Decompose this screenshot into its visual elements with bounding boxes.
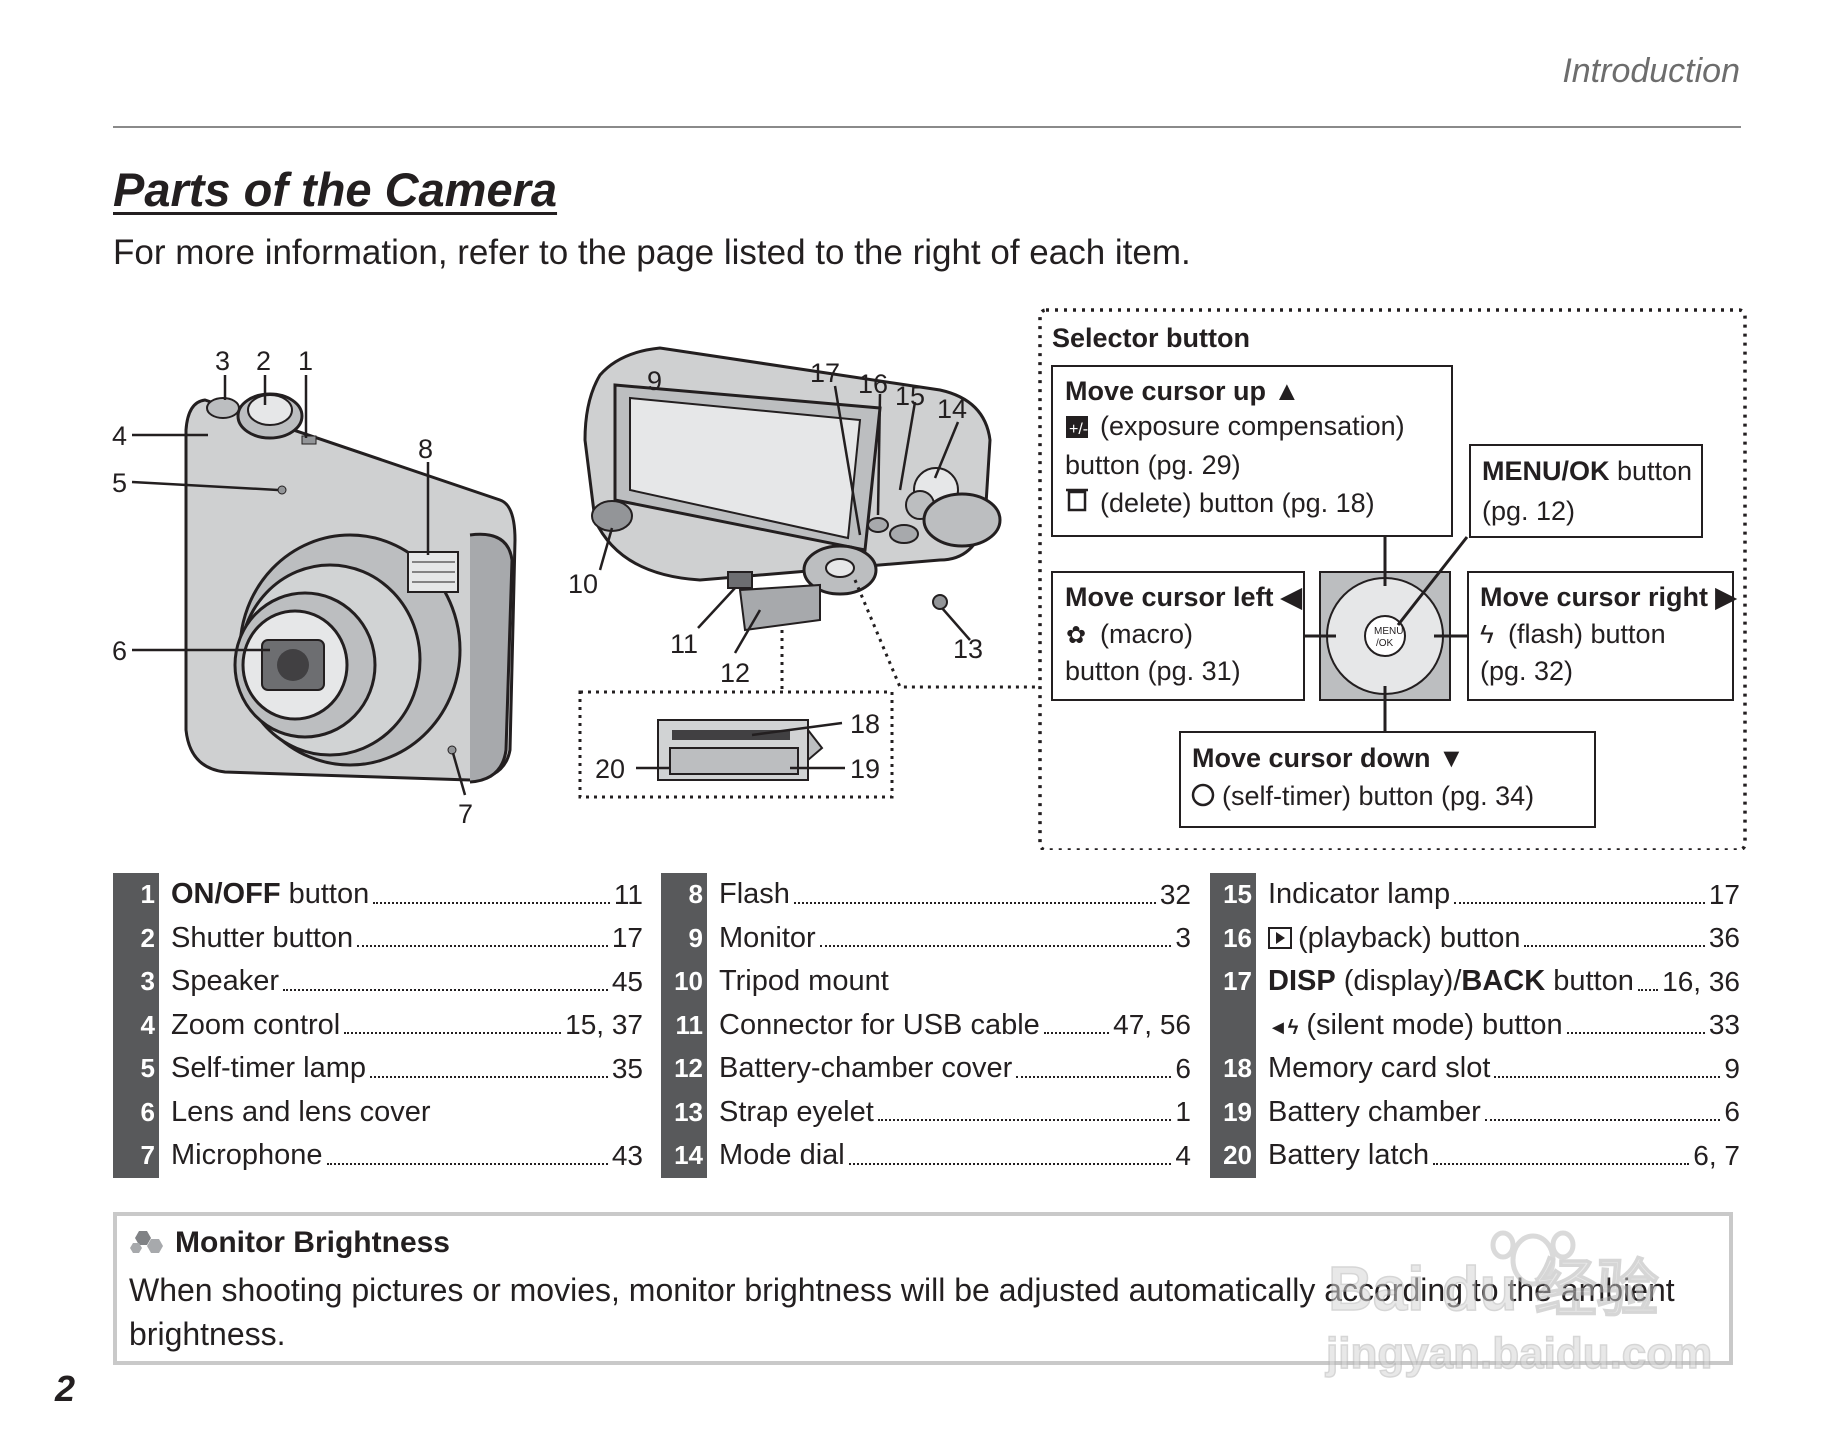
svg-text:MENU: MENU [1374,626,1403,637]
callout-label: 16 [858,369,888,399]
note-title: Monitor Brightness [175,1226,450,1259]
note-body: When shooting pictures or movies, monito… [129,1272,1675,1352]
camera-front-illustration [184,392,517,784]
callout-label: 6 [112,636,127,666]
callout-label: 12 [720,658,750,688]
callout-label: 3 [215,346,230,376]
note-icon [130,1231,163,1253]
svg-text:(self-timer) button (pg. 34): (self-timer) button (pg. 34) [1222,781,1534,811]
exposure-comp-icon: +/- [1066,416,1088,438]
self-timer-icon [1191,783,1215,807]
header-rule [113,126,1741,128]
selector-dial-illustration: MENU /OK [1319,571,1451,701]
callout-label: 2 [256,346,271,376]
svg-text:(pg. 12): (pg. 12) [1482,496,1575,526]
callout-label: 17 [810,358,840,388]
svg-text:(flash) button: (flash) button [1508,619,1666,649]
svg-text:MENU/OK button: MENU/OK button [1482,456,1692,486]
callout-label: 19 [850,754,880,784]
playback-icon [1268,926,1292,949]
silent-mode-icon: ◄ϟ [1268,1016,1299,1039]
svg-text:button (pg. 29): button (pg. 29) [1065,450,1241,480]
selector-down-title: Move cursor down ▼ [1192,743,1465,773]
callout-label: 11 [670,629,698,659]
selector-up-title: Move cursor up ▲ [1065,376,1300,406]
page-subtitle: For more information, refer to the page … [113,233,1191,272]
callout-label: 14 [937,394,967,424]
callout-label: 20 [595,754,625,784]
watermark-brand: Bai du 经验 [1328,1255,1659,1324]
watermark-url: jingyan.baidu.com [1325,1329,1712,1378]
flash-icon: ϟ [1480,619,1494,649]
section-header: Introduction [1562,52,1740,90]
callout-label: 18 [850,709,880,739]
callout-label: 8 [418,434,433,464]
callout-label: 1 [298,346,313,376]
page-title: Parts of the Camera [113,163,558,216]
callout-label: 5 [112,468,127,498]
callout-label: 15 [895,381,925,411]
camera-parts-figure: 3 2 1 4 5 8 6 7 9 17 16 [112,308,1747,850]
svg-text:(macro): (macro) [1100,619,1193,649]
callout-label: 4 [112,421,127,451]
baidu-watermark: Bai du 经验 jingyan.baidu.com [1324,1230,1713,1379]
svg-text:(exposure compensation): (exposure compensation) [1100,411,1405,441]
selector-right-title: Move cursor right ▶ [1480,582,1738,612]
monitor-brightness-note: Monitor Brightness When shooting picture… [113,1212,1733,1365]
svg-text:+/-: +/- [1069,421,1088,438]
callout-label: 10 [568,569,598,599]
svg-text:/OK: /OK [1376,638,1394,649]
callout-label: 13 [953,634,983,664]
camera-back-illustration [583,346,1002,632]
page-number: 2 [55,1368,76,1409]
macro-icon: ✿ [1066,622,1086,649]
svg-text:(delete) button (pg. 18): (delete) button (pg. 18) [1100,488,1375,518]
selector-left-title: Move cursor left ◀ [1065,582,1303,612]
svg-text:(pg. 32): (pg. 32) [1480,656,1573,686]
menu-ok-label: MENU/OK [1482,456,1610,486]
selector-box [1038,308,1747,850]
selector-title: Selector button [1052,323,1250,353]
callout-label: 7 [458,799,473,829]
svg-text:button (pg. 31): button (pg. 31) [1065,656,1241,686]
trash-icon [1066,488,1088,512]
callout-label: 9 [647,366,662,396]
